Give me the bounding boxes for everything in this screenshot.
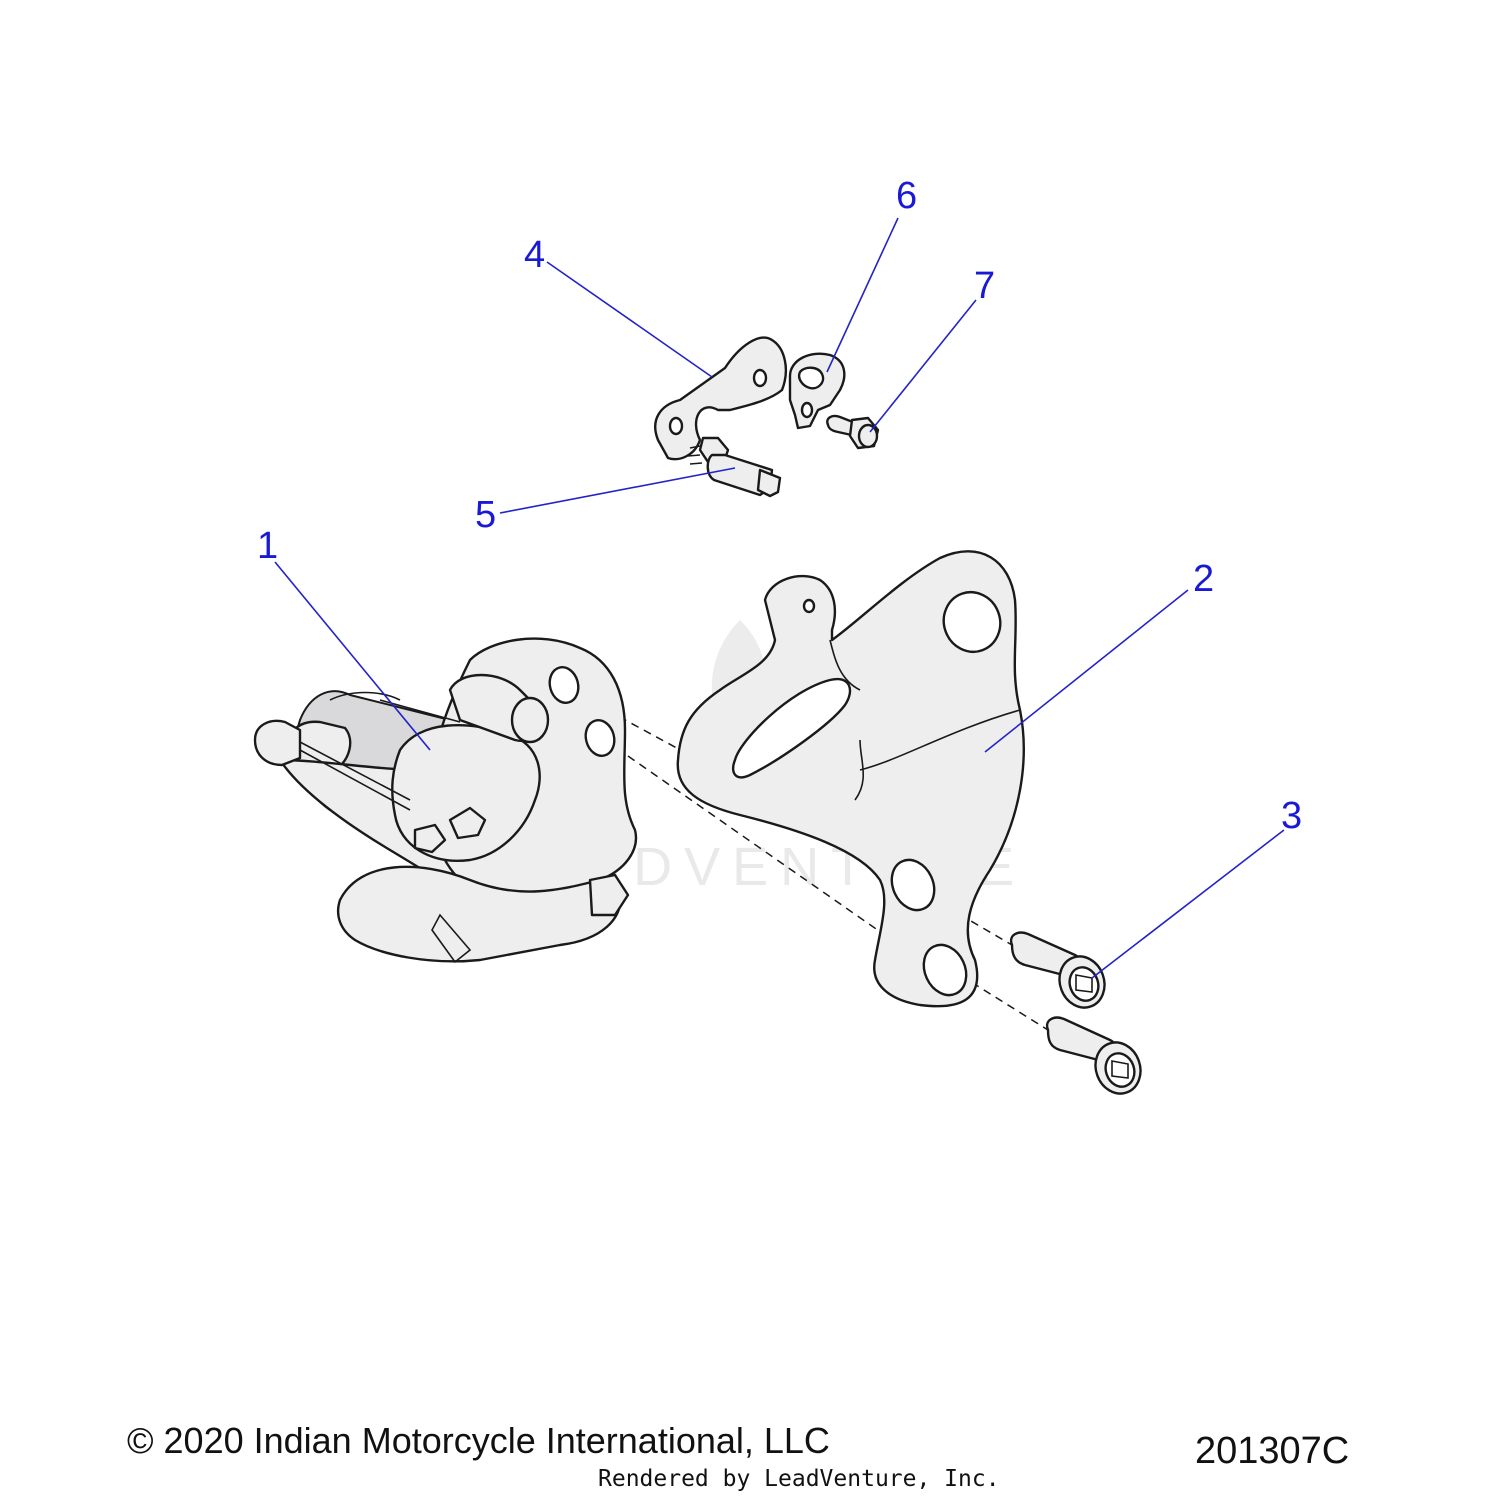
callout-7: 7	[974, 265, 995, 307]
rendered-by-credit: Rendered by LeadVenture, Inc.	[598, 1466, 1000, 1492]
line-clamp	[788, 352, 846, 430]
callout-numbers: 1 2 3 4 5 6 7	[257, 175, 1302, 837]
socket-head-bolts	[1009, 931, 1142, 1095]
callout-4: 4	[524, 234, 545, 276]
bleeder-screw	[687, 436, 782, 498]
callout-1: 1	[257, 525, 278, 567]
clip-plate	[654, 336, 787, 461]
copyright-notice: © 2020 Indian Motorcycle International, …	[127, 1420, 830, 1461]
flange-bolt	[826, 414, 880, 450]
callout-6: 6	[896, 175, 917, 217]
bolt-lower	[1045, 1016, 1142, 1095]
callout-5: 5	[475, 494, 496, 536]
brake-caliper	[253, 637, 638, 964]
mounting-bracket	[676, 550, 1025, 1008]
callout-2: 2	[1193, 558, 1214, 600]
callout-3: 3	[1281, 795, 1302, 837]
bolt-upper	[1009, 931, 1106, 1009]
drawing-number: 201307C	[1195, 1430, 1350, 1472]
leader-lines	[274, 217, 1285, 979]
